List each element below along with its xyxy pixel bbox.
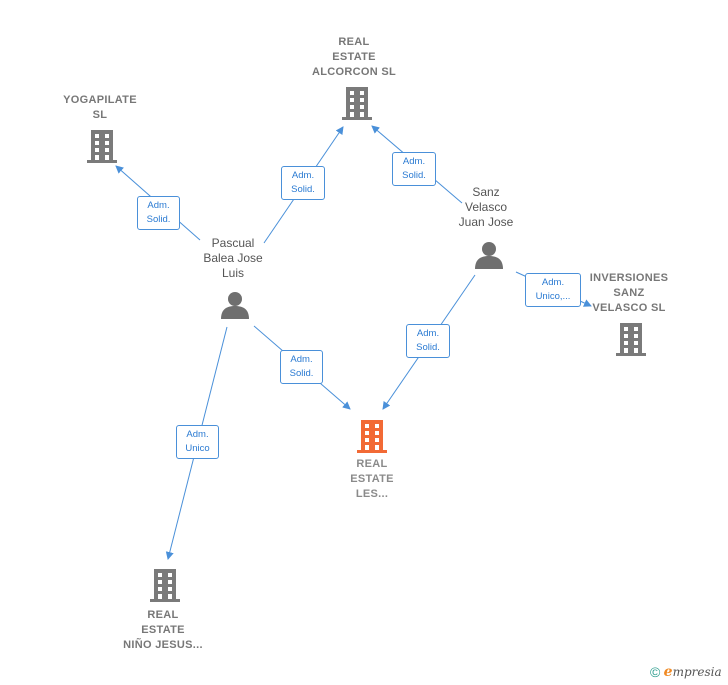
person-node-pascual[interactable]: Pascual Balea Jose Luis [183,236,283,281]
person-label: Sanz Velasco Juan Jose [458,185,514,229]
edge-label-sanz-inversiones[interactable]: Adm. Unico,... [525,273,581,307]
company-node-real-estate-les[interactable]: REAL ESTATE LES... [322,457,422,502]
person-node-sanz-velasco[interactable]: Sanz Velasco Juan Jose [436,185,536,230]
company-label: REAL ESTATE NIÑO JESUS... [123,609,203,651]
company-label: REAL ESTATE ALCORCON SL [312,36,396,78]
person-icon [221,292,249,319]
company-node-yogapilate[interactable]: YOGAPILATE SL [40,93,160,123]
edge-label-pascual-les[interactable]: Adm. Solid. [280,350,323,384]
edge-label-pascual-yogapilate[interactable]: Adm. Solid. [137,196,180,230]
building-icon [150,569,180,602]
edge-label-sanz-alcorcon[interactable]: Adm. Solid. [392,152,436,186]
building-icon [357,420,387,453]
brand-e: e [663,664,673,680]
person-label: Pascual Balea Jose Luis [203,236,263,280]
empresia-logo: © empresia [650,664,722,680]
company-node-real-estate-alcorcon[interactable]: REAL ESTATE ALCORCON SL [294,35,414,80]
building-icon [616,323,646,356]
company-label: INVERSIONES SANZ VELASCO SL [589,272,669,314]
building-icon [342,87,372,120]
brand-name: mpresia [672,665,722,679]
company-node-inversiones-sanz[interactable]: INVERSIONES SANZ VELASCO SL [574,271,684,316]
company-node-real-estate-nino[interactable]: REAL ESTATE NIÑO JESUS... [108,608,218,653]
company-label: REAL ESTATE LES... [350,458,394,500]
person-icon [475,242,503,269]
edge-label-sanz-les[interactable]: Adm. Solid. [406,324,450,358]
edge-label-pascual-nino[interactable]: Adm. Unico [176,425,219,459]
company-label: YOGAPILATE SL [63,94,137,121]
building-icon [87,130,117,163]
copyright-symbol: © [650,664,661,680]
edge-label-pascual-alcorcon[interactable]: Adm. Solid. [281,166,325,200]
